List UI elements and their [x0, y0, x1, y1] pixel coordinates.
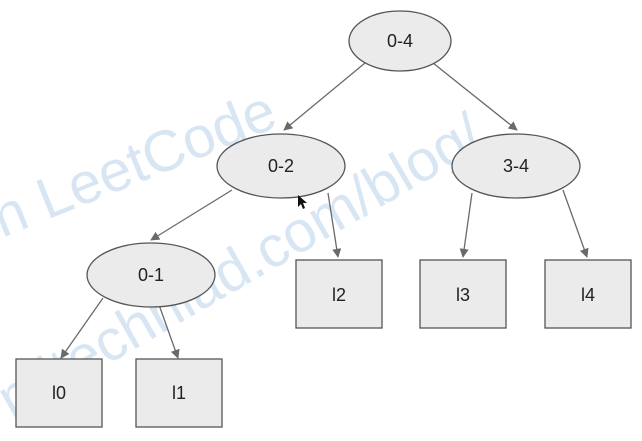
node-lower-left-shape [86, 242, 216, 308]
edge-root-to-right-mid [432, 62, 518, 131]
edge-lower-left-to-leaf-1 [157, 301, 180, 359]
node-root: 0-4 [348, 10, 452, 72]
edge-left-mid-to-leaf-2 [327, 192, 342, 258]
node-leaf-1: l1 [135, 358, 223, 428]
node-root-label: 0-4 [387, 31, 413, 51]
node-left-mid: 0-2 [216, 133, 346, 199]
node-leaf-1-shape [135, 358, 223, 428]
edge-left-mid-to-lower-left [150, 189, 233, 241]
node-right-mid-label: 3-4 [503, 156, 529, 176]
node-leaf-3-label: l3 [456, 285, 470, 305]
node-left-mid-label: 0-2 [268, 156, 294, 176]
edge-lower-left-to-leaf-0 [60, 297, 104, 359]
node-lower-left: 0-1 [86, 242, 216, 308]
edge-right-mid-to-leaf-4 [562, 189, 589, 258]
node-leaf-1-label: l1 [172, 383, 186, 403]
node-leaf-2-label: l2 [332, 285, 346, 305]
node-leaf-0-label: l0 [52, 383, 66, 403]
edge-right-mid-to-leaf-3 [459, 192, 473, 258]
edges [60, 62, 589, 359]
node-leaf-2: l2 [295, 259, 383, 329]
node-right-mid-shape [451, 133, 581, 199]
node-leaf-3-shape [419, 259, 507, 329]
node-right-mid: 3-4 [451, 133, 581, 199]
node-leaf-2-shape [295, 259, 383, 329]
node-leaf-4-label: l4 [581, 285, 595, 305]
node-left-mid-shape [216, 133, 346, 199]
node-leaf-4-shape [544, 259, 632, 329]
node-root-shape [348, 10, 452, 72]
node-leaf-0-shape [15, 358, 103, 428]
node-leaf-0: l0 [15, 358, 103, 428]
node-leaf-3: l3 [419, 259, 507, 329]
node-lower-left-label: 0-1 [138, 265, 164, 285]
edge-root-to-left-mid [283, 62, 366, 131]
mouse-cursor-icon [298, 195, 307, 209]
node-leaf-4: l4 [544, 259, 632, 329]
